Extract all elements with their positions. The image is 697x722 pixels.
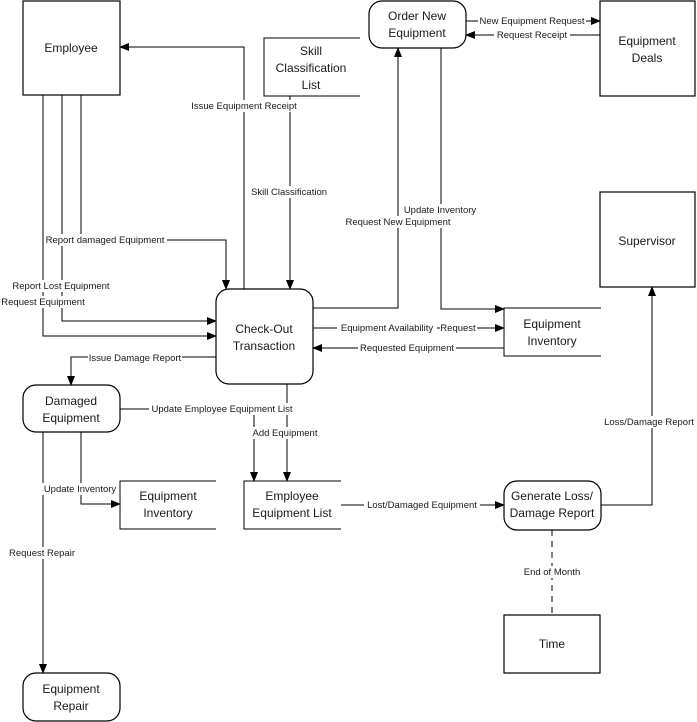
skill-classification-list-store: Skill Classification List (263, 37, 360, 97)
generate-loss-damage-report-process: Generate Loss/ Damage Report (503, 480, 602, 531)
order-new-equipment-line1: Order New (388, 9, 446, 23)
generate-report-line1: Generate Loss/ (511, 489, 594, 503)
checkout-line1: Check-Out (235, 322, 293, 336)
label-loss-damage-report: Loss/Damage Report (604, 417, 694, 428)
time-entity: Time (503, 614, 601, 674)
label-request-receipt: Request Receipt (497, 30, 568, 41)
label-update-inventory-left: Update Inventory (44, 484, 117, 495)
label-lost-damaged-equipment: Lost/Damaged Equipment (367, 500, 477, 511)
employee-equipment-list-line1: Employee (265, 489, 319, 503)
label-skill-classification: Skill Classification (251, 187, 327, 198)
flow-loss-damage-report (601, 286, 656, 506)
flow-request-new-equipment (313, 47, 402, 309)
damaged-equipment-process: Damaged Equipment (22, 384, 121, 433)
inventory-left-line1: Equipment (139, 489, 197, 503)
inventory-left-line2: Inventory (143, 506, 192, 520)
skill-list-label-line3: List (302, 78, 321, 92)
equipment-repair-process: Equipment Repair (22, 672, 121, 722)
flow-issue-equipment-receipt (119, 43, 245, 289)
checkout-transaction-process: Check-Out Transaction (215, 288, 314, 385)
flow-update-employee-equipment-list (120, 408, 258, 482)
flow-update-inventory-top (440, 48, 505, 313)
order-new-equipment-process: Order New Equipment (368, 0, 467, 49)
equipment-repair-line2: Repair (53, 699, 88, 713)
generate-report-line2: Damage Report (510, 506, 595, 520)
label-request-equipment: Request Equipment (1, 297, 85, 308)
skill-list-label-line1: Skill (300, 44, 322, 58)
label-request: Request (440, 323, 476, 334)
equipment-deals-line1: Equipment (618, 34, 676, 48)
damaged-equipment-line1: Damaged (45, 394, 97, 408)
label-new-equipment-request: New Equipment Request (479, 16, 584, 27)
supervisor-entity: Supervisor (599, 191, 696, 288)
label-issue-damage-report: Issue Damage Report (89, 353, 182, 364)
inventory-right-line1: Equipment (523, 317, 581, 331)
employee-label: Employee (44, 41, 98, 55)
flow-report-lost-equipment (61, 95, 217, 325)
label-request-new-equipment: Request New Equipment (345, 217, 450, 228)
label-request-repair: Request Repair (9, 548, 75, 559)
label-end-of-month: End of Month (524, 567, 581, 578)
employee-entity: Employee (22, 0, 121, 96)
label-update-employee-equipment-list: Update Employee Equipment List (152, 404, 293, 415)
employee-equipment-list-line2: Equipment List (252, 506, 332, 520)
equipment-inventory-store-left: Equipment Inventory (119, 480, 216, 530)
supervisor-label: Supervisor (618, 234, 675, 248)
flow-update-inventory-left (80, 432, 121, 508)
employee-equipment-list-store: Employee Equipment List (243, 480, 341, 530)
label-report-lost-equipment: Report Lost Equipment (12, 281, 110, 292)
label-update-inventory-top: Update Inventory (404, 205, 477, 216)
equipment-deals-line2: Deals (632, 51, 663, 65)
skill-list-label-line2: Classification (276, 61, 347, 75)
label-issue-equipment-receipt: Issue Equipment Receipt (191, 101, 297, 112)
damaged-equipment-line2: Equipment (42, 411, 100, 425)
inventory-right-line2: Inventory (527, 334, 576, 348)
label-add-equipment: Add Equipment (253, 428, 318, 439)
equipment-repair-line1: Equipment (42, 682, 100, 696)
label-equipment-availability: Equipment Availability (341, 323, 433, 334)
checkout-line2: Transaction (233, 339, 295, 353)
label-requested-equipment: Requested Equipment (360, 343, 454, 354)
equipment-deals-entity: Equipment Deals (599, 0, 696, 97)
label-report-damaged-equipment: Report damaged Equipment (46, 235, 165, 246)
flow-request-equipment (42, 95, 217, 340)
order-new-equipment-line2: Equipment (388, 26, 446, 40)
flow-report-damaged-equipment (80, 95, 230, 290)
time-label: Time (539, 637, 566, 651)
equipment-inventory-store-right: Equipment Inventory (503, 307, 601, 357)
